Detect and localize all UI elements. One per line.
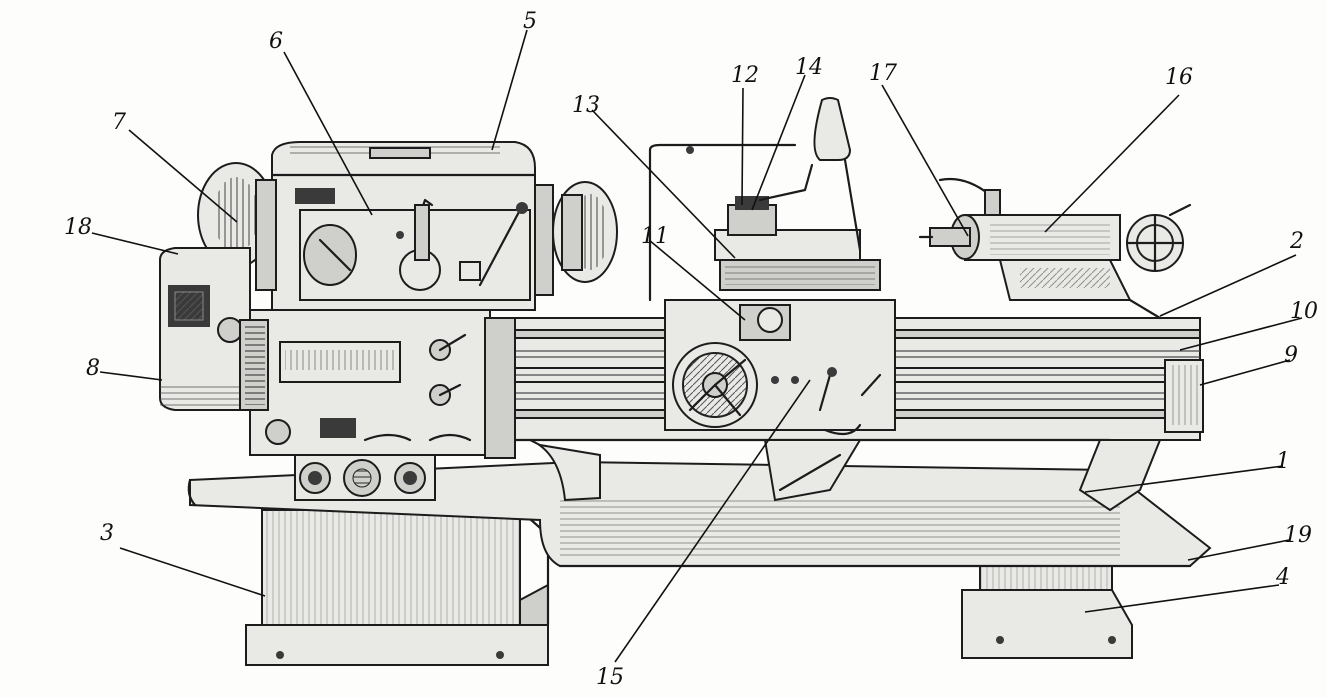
leader-19 — [1187, 539, 1290, 561]
leader-17 — [881, 84, 969, 237]
callout-3: 3 — [100, 521, 114, 546]
leader-10 — [1179, 317, 1303, 351]
chip-tray — [187, 460, 1212, 568]
leader-6 — [283, 51, 373, 216]
leader-9 — [1199, 359, 1291, 386]
callout-1: 1 — [1276, 449, 1290, 474]
leader-12 — [741, 87, 744, 206]
callout-11: 11 — [641, 224, 669, 249]
callout-18: 18 — [64, 215, 92, 240]
callout-10: 10 — [1290, 299, 1318, 324]
callout-14: 14 — [795, 55, 823, 80]
tailstock — [918, 177, 1192, 320]
callout-12: 12 — [731, 63, 759, 88]
callout-labels: 1 2 3 4 5 6 7 8 9 10 11 12 13 14 15 16 1… — [64, 9, 1318, 690]
callout-9: 9 — [1284, 343, 1298, 368]
callout-16: 16 — [1165, 65, 1193, 90]
leader-1 — [1084, 465, 1284, 493]
callout-15: 15 — [596, 665, 624, 690]
callout-2: 2 — [1289, 229, 1304, 254]
callout-6: 6 — [269, 29, 283, 54]
callout-17: 17 — [869, 61, 897, 86]
callout-5: 5 — [523, 9, 537, 34]
headstock — [197, 141, 618, 311]
leader-18 — [91, 232, 179, 255]
leader-16 — [1044, 94, 1180, 233]
leader-3 — [119, 547, 266, 597]
leader-13 — [591, 109, 736, 259]
leader-5 — [491, 29, 528, 151]
callout-4: 4 — [1275, 565, 1290, 590]
leader-lines — [91, 29, 1303, 663]
leader-8 — [99, 371, 163, 381]
gearbox — [239, 309, 516, 501]
callout-13: 13 — [572, 93, 600, 118]
leader-11 — [648, 239, 746, 321]
left-pedestal — [245, 508, 550, 666]
motor — [159, 247, 251, 411]
callout-8: 8 — [86, 356, 100, 381]
carriage — [648, 97, 896, 502]
leader-15 — [614, 379, 811, 663]
leader-14 — [751, 74, 806, 211]
leader-2 — [1159, 254, 1297, 317]
leader-4 — [1084, 584, 1280, 613]
callout-19: 19 — [1284, 523, 1312, 548]
callout-7: 7 — [112, 110, 126, 135]
leader-7 — [128, 129, 238, 223]
